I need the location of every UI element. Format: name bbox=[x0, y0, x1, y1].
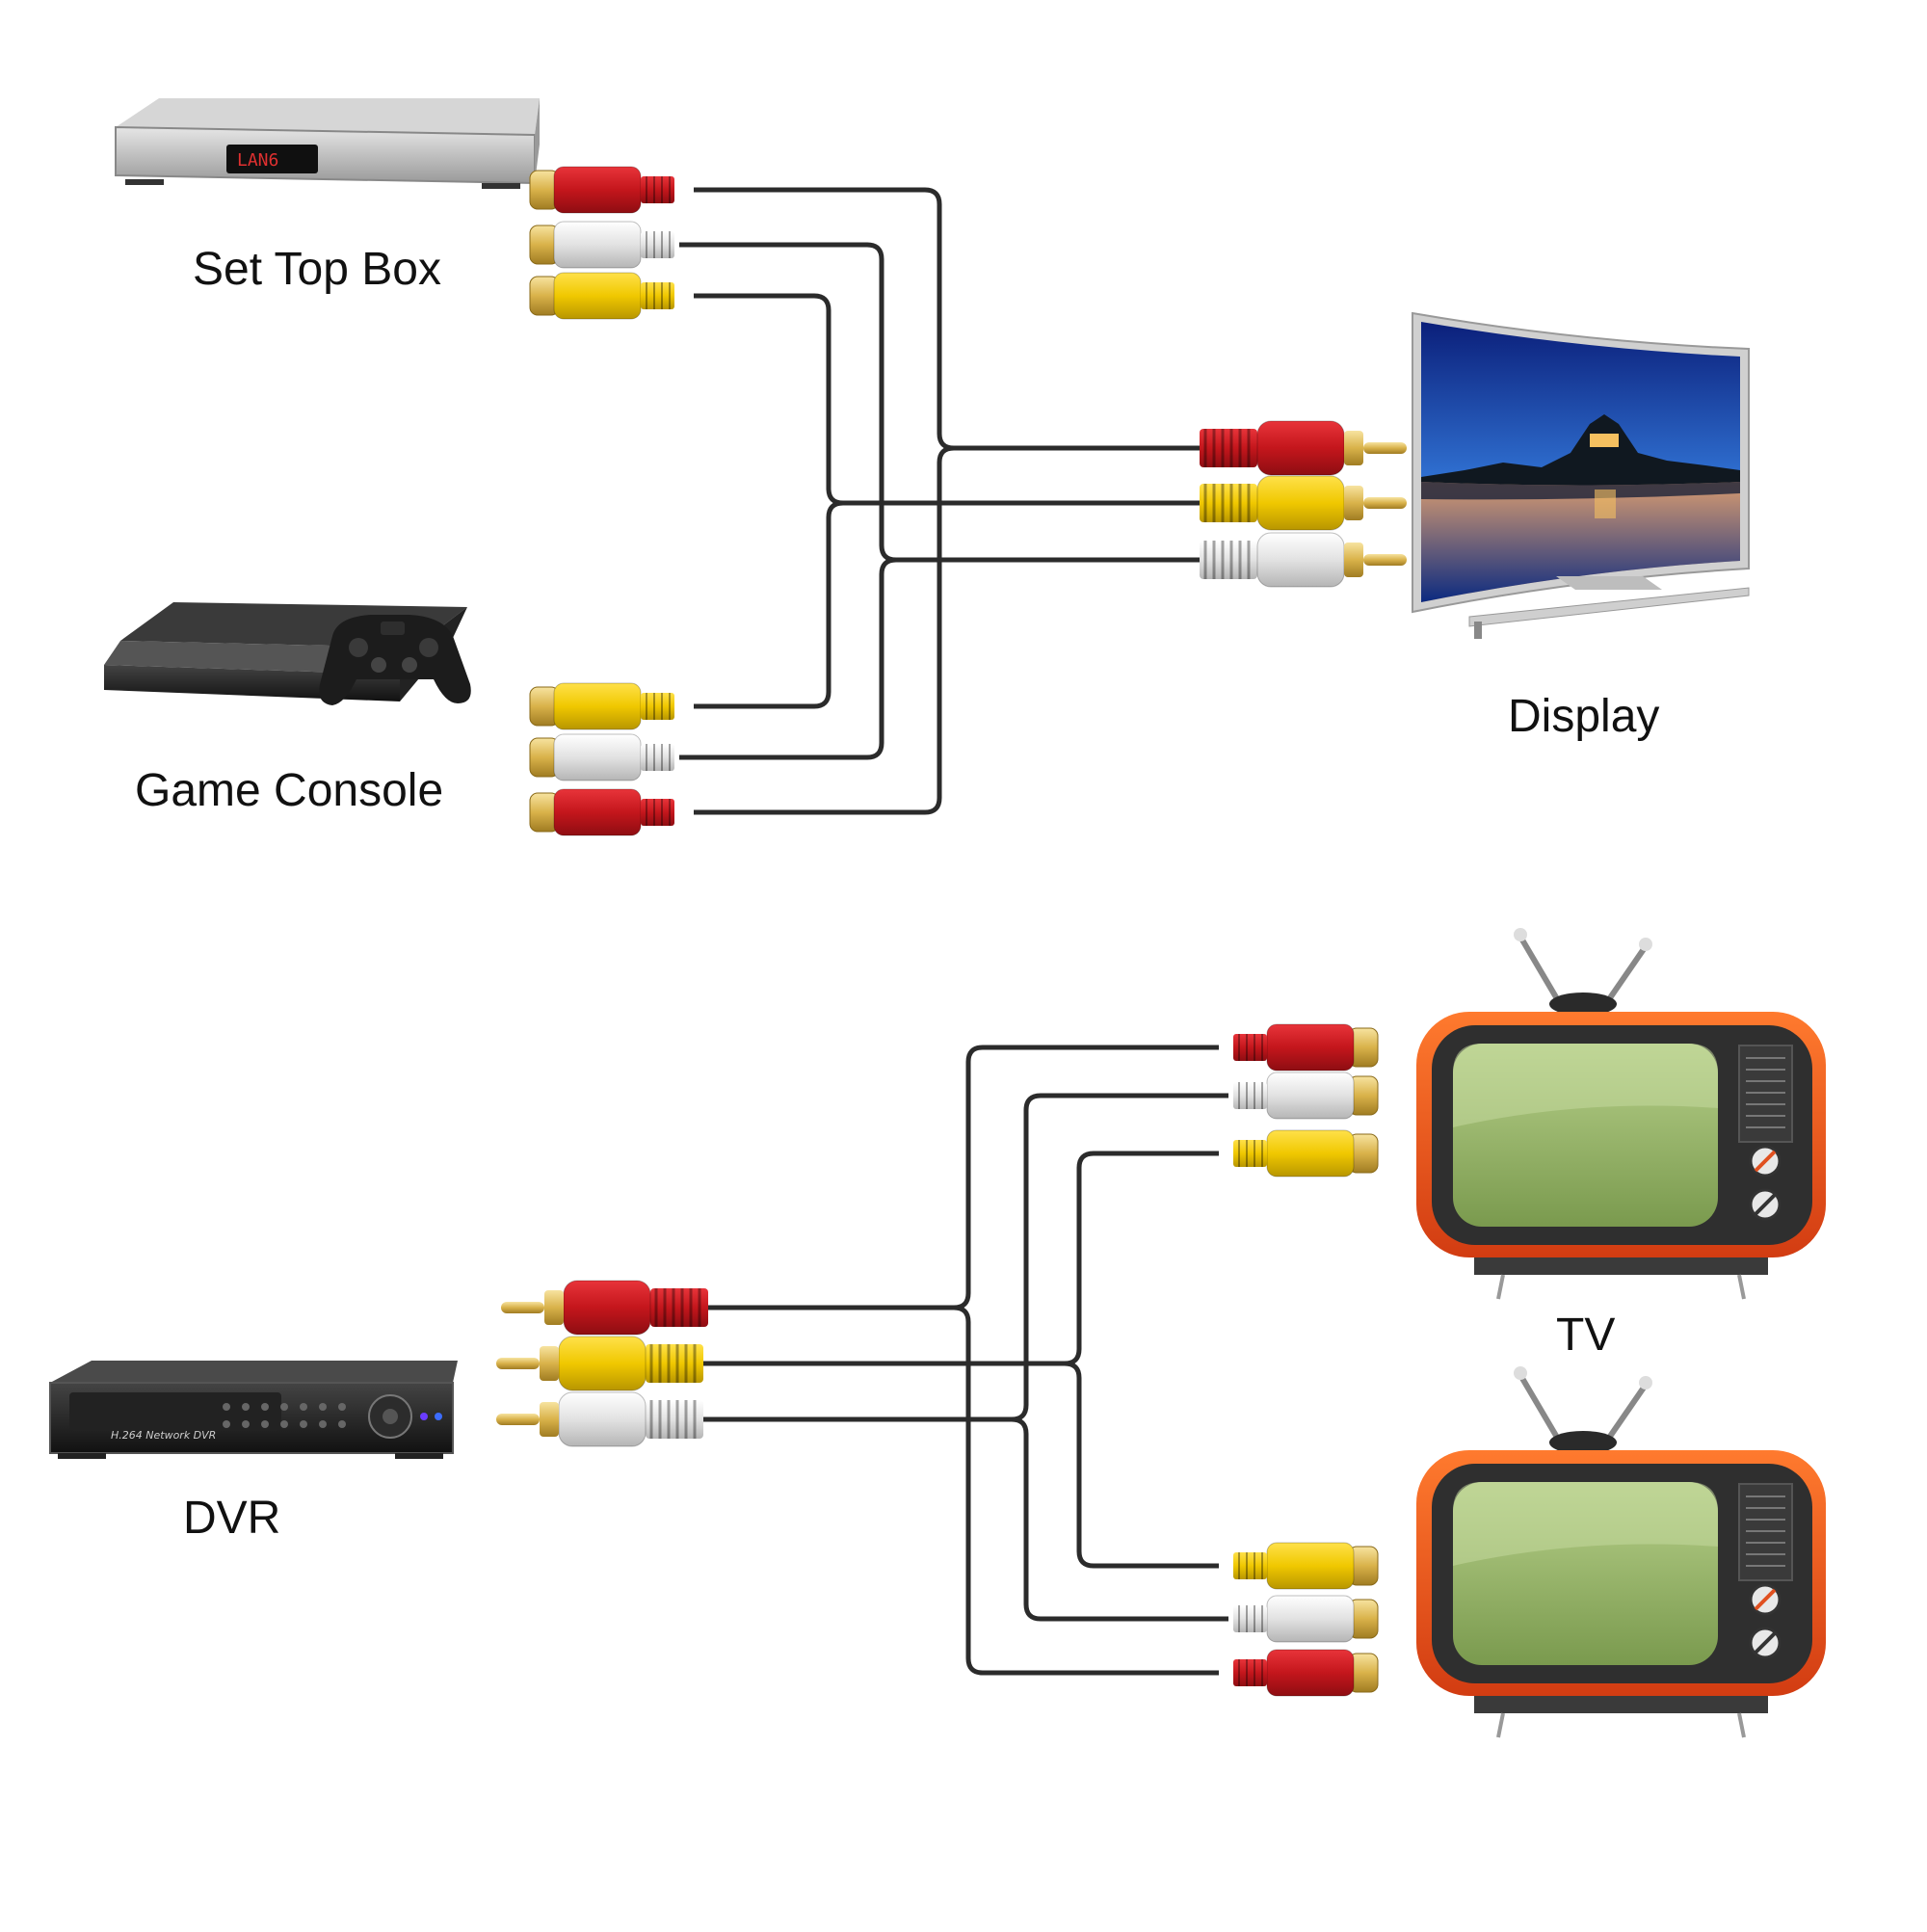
label-dvr: DVR bbox=[183, 1493, 281, 1544]
cable-yellow-dvr-tv1 bbox=[703, 1151, 1219, 1366]
cable-red-dvr-tv1 bbox=[708, 1045, 1219, 1310]
label-set-top-box: Set Top Box bbox=[193, 244, 441, 295]
plug-white-dvr bbox=[496, 1391, 703, 1447]
jack-white-console bbox=[529, 733, 674, 781]
jack-red-tv2 bbox=[1233, 1649, 1379, 1697]
jack-red-console bbox=[529, 788, 674, 836]
cable-yellow-console bbox=[694, 500, 844, 709]
cable-yellow-stb bbox=[694, 293, 1200, 506]
bottom-cables bbox=[703, 1045, 1228, 1676]
jack-yellow-tv2 bbox=[1233, 1542, 1379, 1590]
cable-red-dvr-tv2 bbox=[953, 1305, 1219, 1676]
rca-connectors bbox=[496, 166, 1407, 1697]
plug-red-dvr bbox=[501, 1280, 708, 1336]
jack-yellow-console bbox=[529, 682, 674, 730]
jack-white-stb bbox=[529, 221, 674, 269]
curved-monitor-icon bbox=[1412, 311, 1750, 639]
jack-white-tv2 bbox=[1233, 1595, 1379, 1643]
cable-red-stb bbox=[694, 187, 1200, 451]
label-game-console: Game Console bbox=[135, 765, 444, 816]
retro-tv-icon bbox=[1416, 928, 1826, 1300]
set-top-box-icon: LAN6 bbox=[115, 98, 540, 189]
game-console-icon bbox=[104, 602, 471, 705]
cable-white-dvr-tv2 bbox=[1011, 1416, 1228, 1622]
plug-red-display bbox=[1200, 420, 1407, 476]
dvr-recorder-icon: H.264 Network DVR bbox=[49, 1361, 458, 1459]
jack-yellow-stb bbox=[529, 272, 674, 320]
jack-red-tv1 bbox=[1233, 1023, 1379, 1072]
label-display: Display bbox=[1508, 691, 1660, 742]
jack-red-stb bbox=[529, 166, 674, 214]
dvr-panel-text: H.264 Network DVR bbox=[111, 1429, 216, 1442]
plug-yellow-display bbox=[1200, 475, 1407, 531]
controller-icon bbox=[319, 615, 471, 705]
plug-yellow-dvr bbox=[496, 1336, 703, 1391]
top-cables bbox=[679, 187, 1200, 815]
cable-yellow-dvr-tv2 bbox=[1064, 1361, 1219, 1569]
jack-white-tv1 bbox=[1233, 1072, 1379, 1120]
plug-white-display bbox=[1200, 532, 1407, 588]
retro-tv-icon-2 bbox=[1416, 1366, 1826, 1738]
jack-yellow-tv1 bbox=[1233, 1129, 1379, 1178]
cable-white-console bbox=[679, 557, 897, 760]
label-tv: TV bbox=[1556, 1310, 1616, 1361]
cable-red-console bbox=[694, 445, 955, 815]
stb-display-text: LAN6 bbox=[237, 150, 278, 171]
